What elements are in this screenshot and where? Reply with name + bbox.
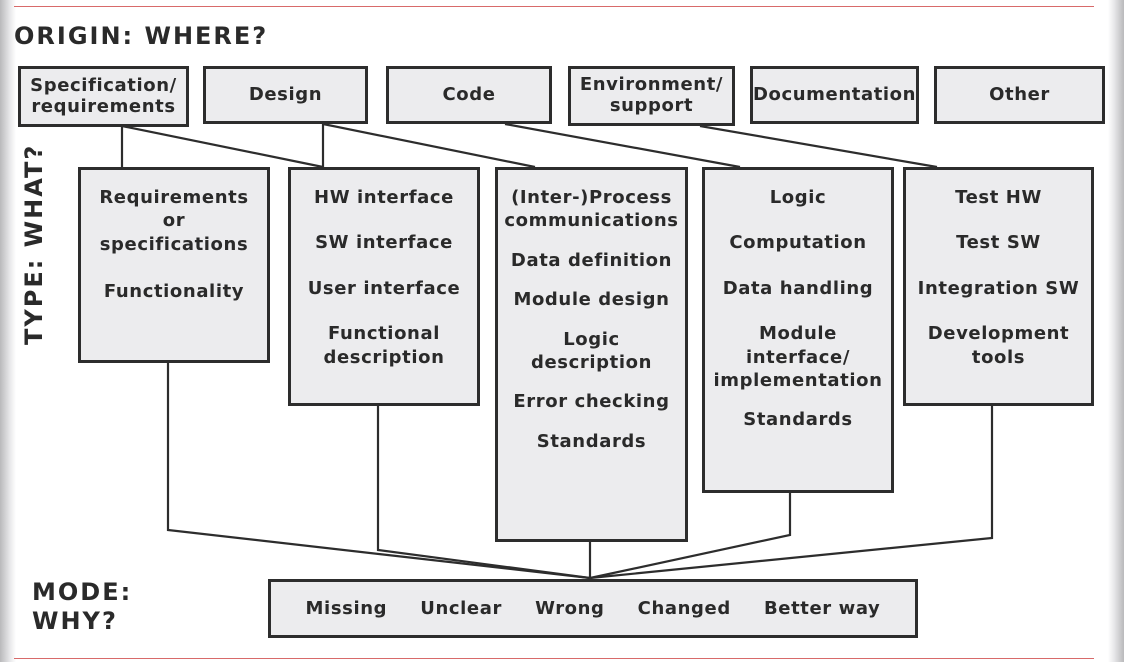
connector-design-to-process xyxy=(322,122,536,169)
mode-wrong: Wrong xyxy=(535,598,605,619)
type-item: User interface xyxy=(307,277,461,299)
mode-box: Missing Unclear Wrong Changed Better way xyxy=(268,579,918,638)
mode-heading-line2: WHY? xyxy=(32,606,118,635)
connector-requirements-to-mode xyxy=(166,363,591,580)
type-box-design: HW interface SW interface User interface… xyxy=(288,167,480,406)
type-item: Standards xyxy=(536,430,647,452)
origin-documentation: Documentation xyxy=(750,66,919,124)
mode-heading-line1: MODE: xyxy=(32,578,133,606)
type-box-code-process: (Inter-)Process communications Data defi… xyxy=(495,167,688,542)
origin-label: Documentation xyxy=(752,83,917,105)
type-item: Test SW xyxy=(956,232,1041,254)
bottom-rule xyxy=(14,658,1094,659)
type-item: Data definition xyxy=(510,249,673,271)
type-heading: TYPE: WHAT? xyxy=(20,143,48,345)
origin-other: Other xyxy=(934,66,1105,124)
type-item: Logic xyxy=(769,187,827,208)
type-box-specification: Requirements or specifications Functiona… xyxy=(78,167,270,363)
connector-spec-to-design-type xyxy=(121,124,324,169)
mode-heading: MODE: WHY? xyxy=(32,578,132,636)
type-item: Standards xyxy=(743,409,853,431)
type-item: Module design xyxy=(513,289,670,311)
type-item: Functionality xyxy=(103,281,245,303)
type-item: Development tools xyxy=(927,323,1070,368)
type-item: Data handling xyxy=(722,277,874,299)
origin-label: Design xyxy=(248,83,323,105)
type-item: Integration SW xyxy=(917,277,1080,299)
origin-code: Code xyxy=(386,66,552,124)
origin-environment: Environment/ support xyxy=(568,66,735,126)
mode-unclear: Unclear xyxy=(420,598,502,619)
origin-heading: ORIGIN: WHERE? xyxy=(14,22,269,50)
mode-changed: Changed xyxy=(637,598,731,619)
origin-label: Code xyxy=(442,83,496,105)
origin-label: Other xyxy=(989,83,1050,105)
type-box-code-logic: Logic Computation Data handling Module i… xyxy=(702,167,894,493)
origin-label-line1: Specification/ xyxy=(30,74,177,96)
type-item: Functional description xyxy=(323,323,445,368)
origin-label-line1: Environment/ xyxy=(579,74,724,96)
top-rule xyxy=(14,6,1094,7)
connector-logic-to-mode xyxy=(589,493,792,580)
origin-label-line2: requirements xyxy=(31,95,176,117)
type-box-environment: Test HW Test SW Integration SW Developme… xyxy=(903,167,1094,406)
origin-design: Design xyxy=(203,66,368,124)
type-item: SW interface xyxy=(315,232,453,254)
mode-better-way: Better way xyxy=(763,598,881,619)
origin-label-line2: support xyxy=(609,95,694,116)
type-item: Computation xyxy=(729,232,867,254)
type-item: Test HW xyxy=(955,187,1042,208)
type-item: Module interface/ implementation xyxy=(713,323,883,391)
type-item: Error checking xyxy=(513,391,670,413)
type-item: (Inter-)Process communications xyxy=(504,187,679,232)
connector-code-to-logic xyxy=(504,122,741,169)
type-item: HW interface xyxy=(314,187,454,208)
origin-specification: Specification/ requirements xyxy=(18,66,189,127)
type-item: Requirements or specifications xyxy=(99,187,249,255)
type-item: Logic description xyxy=(531,328,652,373)
connector-test-to-mode xyxy=(589,406,994,580)
mode-missing: Missing xyxy=(305,598,388,619)
connector-design-type-to-mode xyxy=(376,406,591,580)
connector-environment-to-test xyxy=(699,124,938,169)
